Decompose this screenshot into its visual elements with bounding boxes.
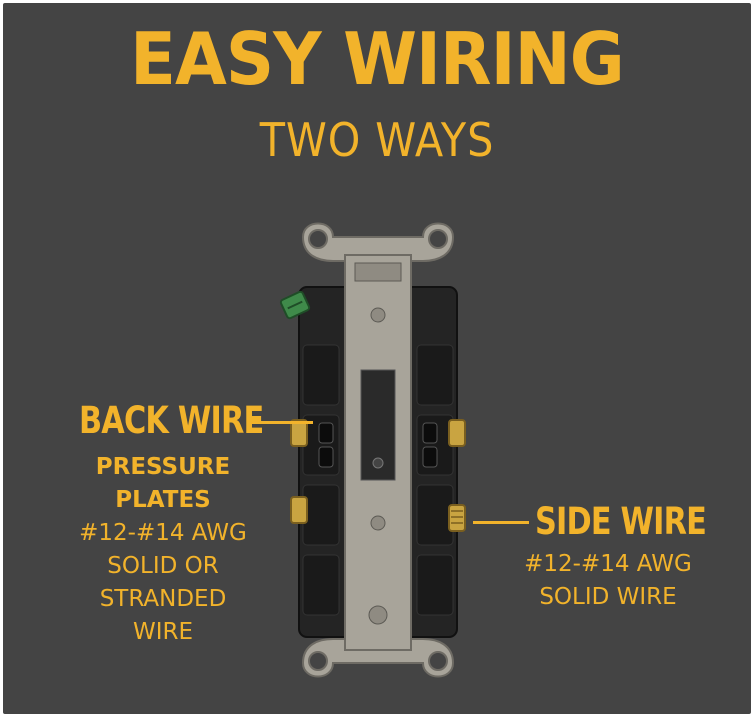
- side-wire-detail-1: #12-#14 AWG: [524, 551, 692, 577]
- bottom-mounting-ear: [301, 638, 455, 678]
- metal-strap: [344, 254, 412, 651]
- side-wire-details: #12-#14 AWG SOLID WIRE: [513, 548, 703, 614]
- page-subtitle: TWO WAYS: [259, 113, 495, 167]
- side-wire-detail-2: SOLID WIRE: [539, 584, 677, 610]
- back-wire-detail-3: STRANDED: [99, 586, 227, 612]
- brass-screw-icon: [290, 419, 308, 524]
- top-mounting-ear: [301, 222, 455, 262]
- receptacle-illustration: [279, 222, 466, 678]
- side-wire-title: SIDE WIRE: [535, 500, 707, 543]
- page-title: EASY WIRING: [130, 17, 625, 101]
- side-screw-icon: [448, 419, 466, 532]
- back-wire-leader-line: [251, 421, 313, 424]
- back-wire-details: PRESSURE PLATES #12-#14 AWG SOLID OR STR…: [63, 451, 263, 649]
- back-wire-detail-1: #12-#14 AWG: [79, 520, 247, 546]
- back-wire-detail-2: SOLID OR: [107, 553, 219, 579]
- back-wire-emphasis-1: PRESSURE: [95, 454, 231, 480]
- back-wire-detail-4: WIRE: [132, 619, 194, 645]
- back-wire-title: BACK WIRE: [79, 399, 264, 442]
- side-wire-leader-line: [473, 521, 529, 524]
- ground-screw-icon: [279, 290, 311, 320]
- back-wire-emphasis-2: PLATES: [115, 487, 211, 513]
- product-feature-panel: EASY WIRING TWO WAYS: [3, 3, 751, 714]
